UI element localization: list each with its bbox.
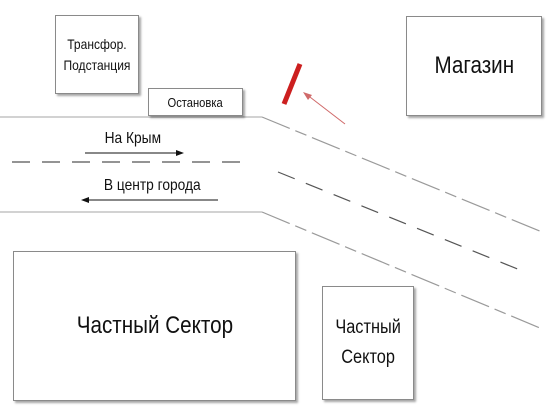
arrow-to-city-center-head: [81, 197, 89, 203]
substation-label: Трансфор. Подстанция: [63, 35, 131, 73]
road-center-line-diagonal: [277, 171, 521, 271]
private-sector-small-label: Частный Сектор: [335, 317, 401, 368]
private-sector-large-box: Частный Сектор: [13, 251, 296, 401]
to-crimea-label: На Крым: [104, 130, 162, 147]
stop-marker: [281, 63, 303, 105]
private-sector-small-box: Частный Сектор: [322, 286, 414, 400]
pointer-arrow: [305, 93, 346, 125]
road-bottom-edge-diagonal: [261, 211, 541, 329]
store-label: Магазин: [434, 52, 514, 79]
arrow-to-crimea-head: [176, 150, 184, 156]
substation-box: Трансфор. Подстанция: [55, 15, 139, 94]
pointer-arrow-head: [303, 92, 312, 100]
to-city-center-label: В центр города: [103, 177, 201, 194]
private-sector-large-label: Частный Сектор: [76, 312, 233, 339]
store-box: Магазин: [406, 16, 542, 116]
bus-stop-box: Остановка: [148, 88, 243, 116]
bus-stop-label: Остановка: [167, 94, 224, 110]
road-top-edge-diagonal: [261, 116, 543, 233]
